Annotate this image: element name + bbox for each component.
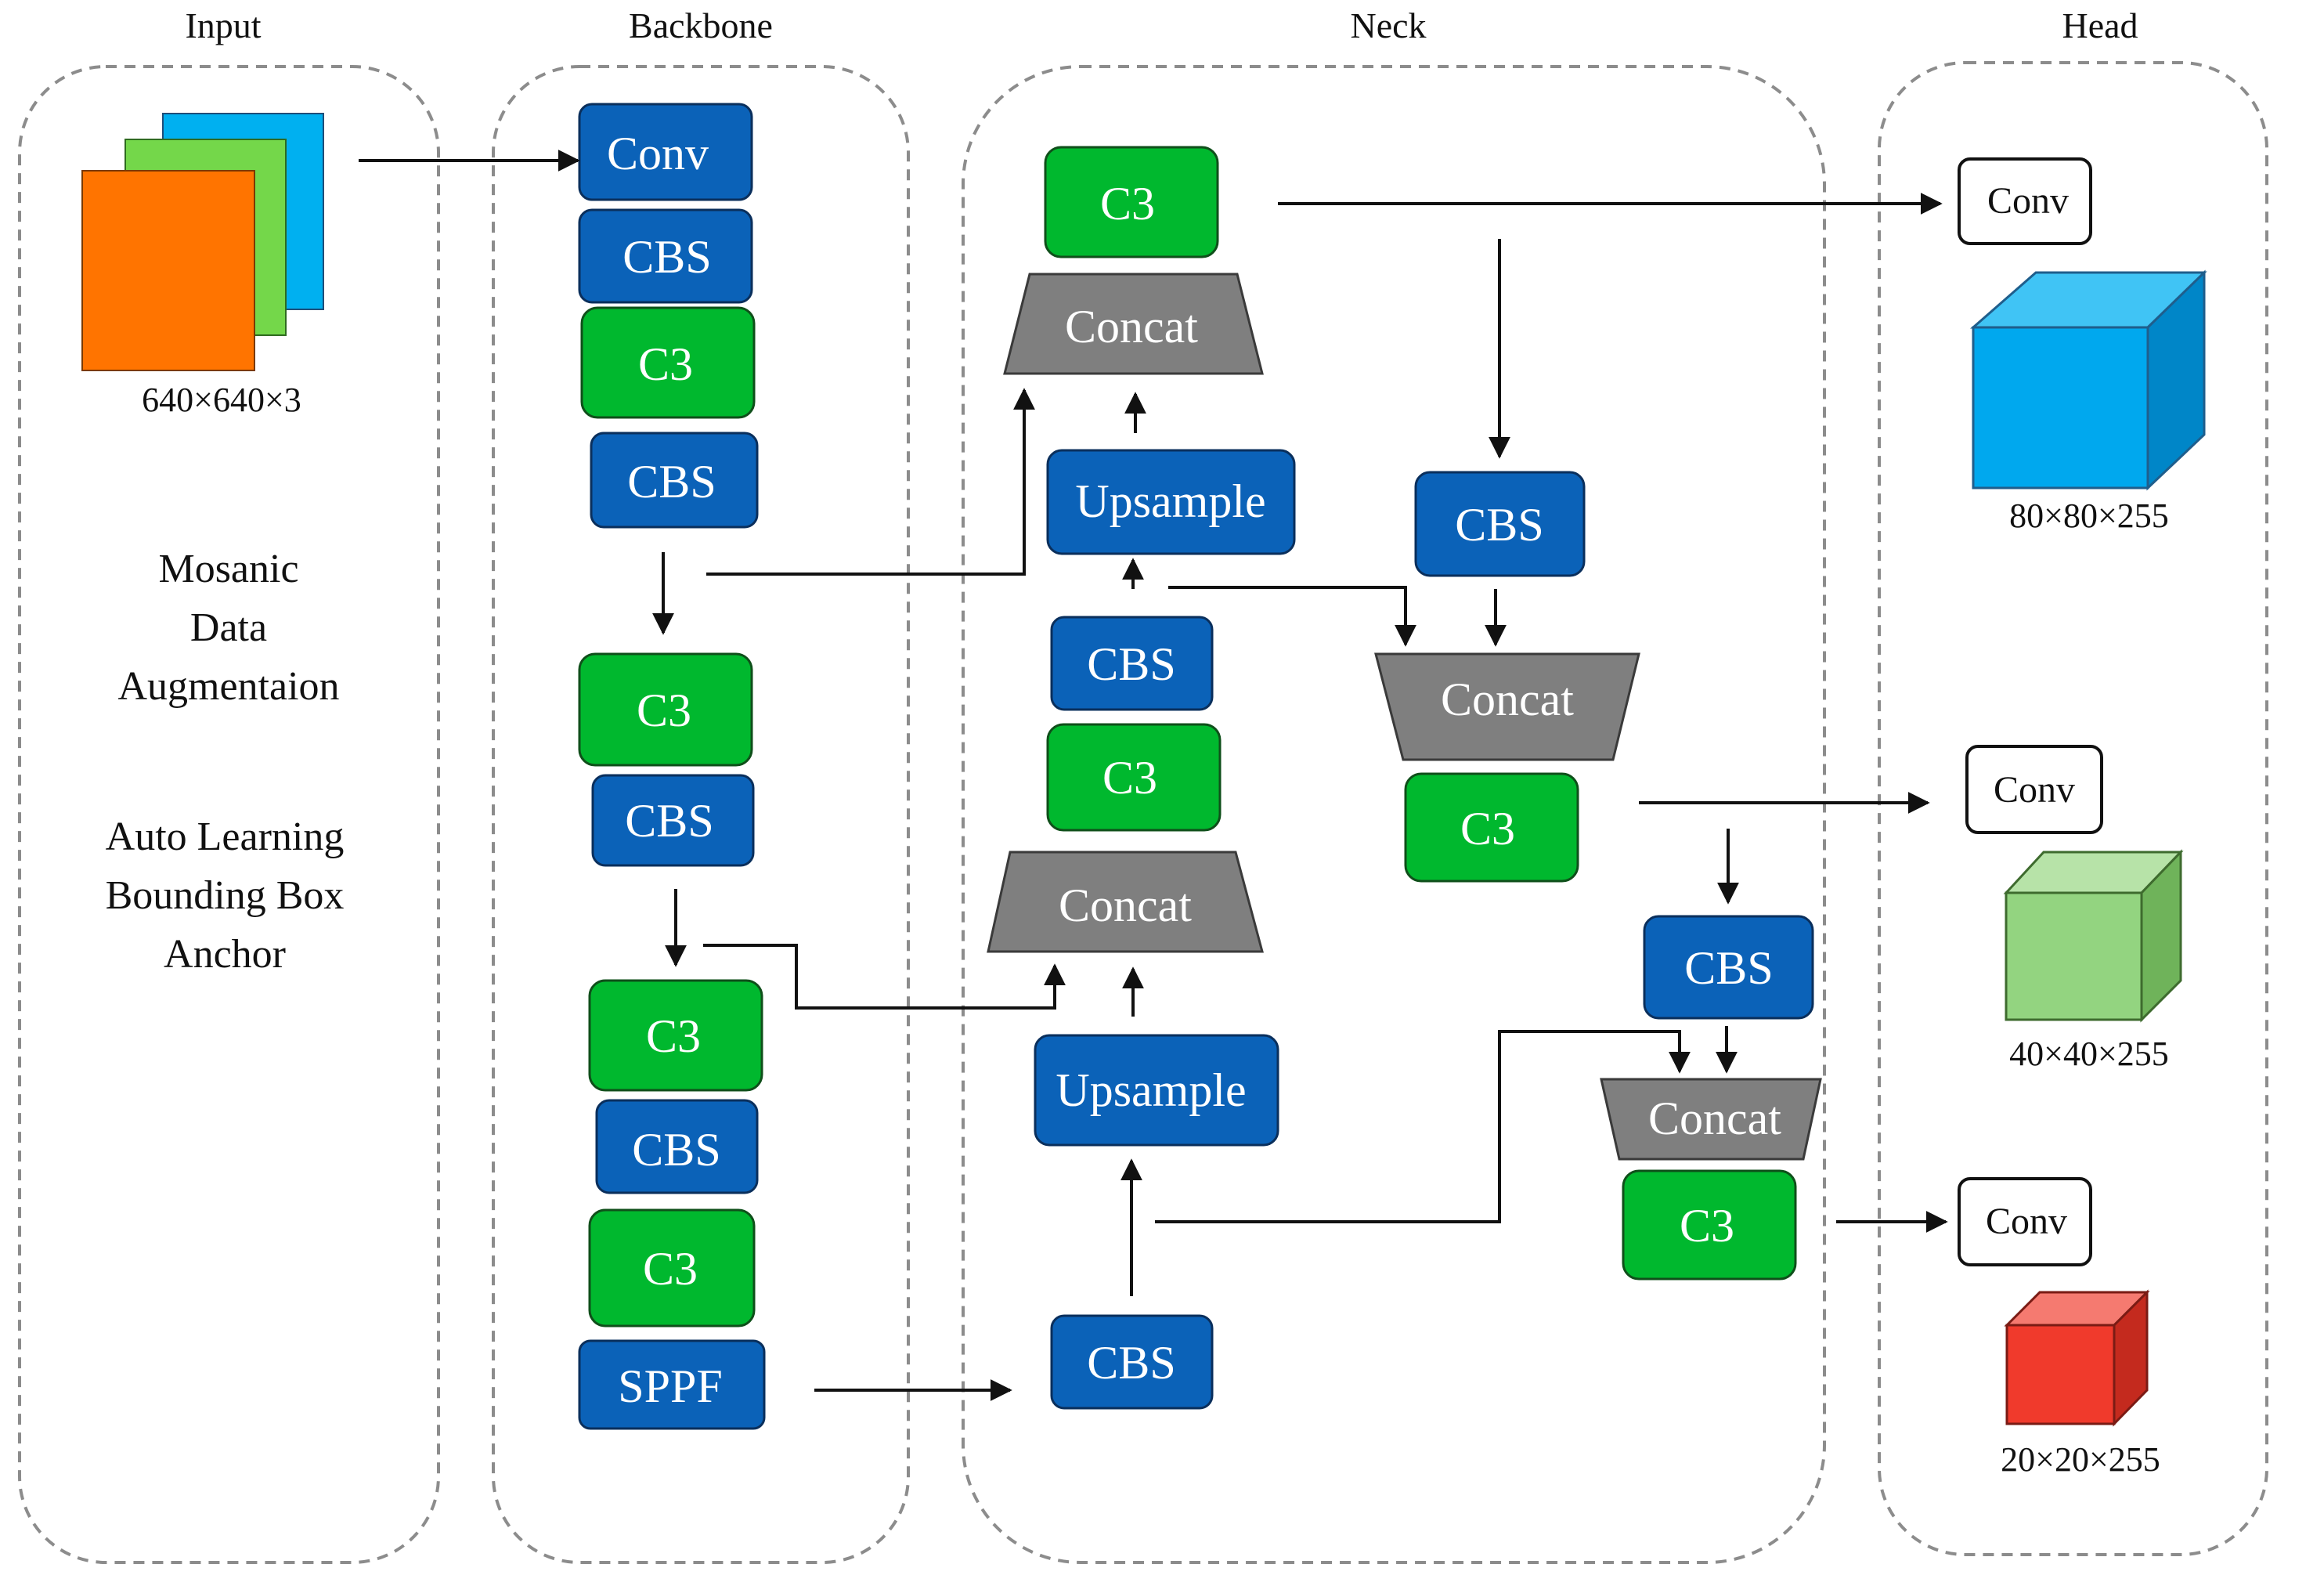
input-size-label: 640×640×3	[142, 381, 301, 419]
output-label-1: 80×80×255	[2009, 497, 2169, 535]
backbone-cbs-label-2: CBS	[627, 456, 716, 508]
neck-c3-mid-label: C3	[1102, 752, 1157, 804]
backbone-c3-block-2	[578, 652, 753, 767]
section-panels	[18, 61, 2268, 1564]
head-blocks: Conv 80×80×255 Conv 40×40×255 Conv 20×20…	[1958, 157, 2207, 1479]
neck-c3-right-1	[1404, 772, 1579, 883]
backbone-cbs-block-3	[591, 774, 755, 867]
arrow-cbs-bottom-to-concat-right-2	[1155, 1030, 1691, 1223]
neck-c3-right-2	[1622, 1169, 1797, 1281]
neck-concat-right-2-label: Concat	[1648, 1093, 1781, 1144]
backbone-cbs-block-4	[595, 1099, 759, 1194]
neck-concat-mid	[987, 851, 1264, 953]
note-anchor-line2: Bounding Box	[106, 873, 345, 918]
neck-upsample-top-label: Upsample	[1075, 475, 1265, 527]
neck-title: Neck	[1350, 5, 1426, 45]
neck-cbs-right-2-label: CBS	[1684, 942, 1773, 994]
head-conv-1-label: Conv	[1987, 180, 2069, 222]
neck-cbs-right-2	[1643, 915, 1814, 1020]
neck-concat-right-1-label: Concat	[1441, 674, 1574, 725]
neck-c3-right-1-label: C3	[1460, 803, 1515, 854]
note-augmentation-line3: Augmentaion	[117, 664, 339, 709]
arrow-cbs-mid-to-concat-right-1	[1168, 586, 1416, 647]
arrow-p3-to-concat-top	[706, 388, 1035, 576]
neck-upsample-bottom-label: Upsample	[1056, 1064, 1246, 1116]
neck-cbs-right-1-label: CBS	[1455, 499, 1543, 551]
backbone-c3-label-3: C3	[646, 1010, 701, 1062]
note-augmentation-line2: Data	[190, 605, 267, 650]
backbone-c3-block-3	[588, 979, 763, 1092]
output-label-2: 40×40×255	[2009, 1035, 2169, 1073]
neck-concat-mid-label: Concat	[1059, 880, 1192, 931]
backbone-blocks: Conv CBS C3 CBS C3 CBS C3 CBS C3 SPPF	[578, 103, 766, 1430]
head-conv-2	[1965, 745, 2103, 834]
neck-cbs-bottom-label: CBS	[1087, 1337, 1175, 1389]
output-label-3: 20×20×255	[2001, 1440, 2160, 1479]
head-conv-3-label: Conv	[1986, 1201, 2067, 1242]
head-conv-1	[1958, 157, 2092, 245]
note-anchor-line1: Auto Learning	[106, 815, 345, 859]
head-conv-3	[1958, 1177, 2092, 1266]
input-title: Input	[185, 5, 261, 45]
connectors	[359, 150, 1948, 1401]
neck-c3-top-label: C3	[1100, 178, 1155, 229]
backbone-cbs-block-1	[578, 208, 753, 304]
neck-c3-right-2-label: C3	[1680, 1200, 1734, 1252]
backbone-c3-label-1: C3	[638, 338, 693, 390]
backbone-cbs-label-3: CBS	[625, 795, 713, 847]
backbone-c3-label-2: C3	[637, 685, 691, 736]
backbone-c3-block-4	[588, 1208, 756, 1328]
backbone-cbs-label-1: CBS	[622, 231, 711, 283]
backbone-c3-block-1	[580, 306, 756, 419]
output-cube-medium	[2003, 849, 2184, 1023]
input-layer-front	[81, 170, 255, 371]
neck-cbs-mid-label: CBS	[1087, 638, 1175, 690]
arrow-p4-to-concat-mid	[703, 944, 1066, 1010]
neck-upsample-bottom	[1034, 1034, 1279, 1147]
backbone-sppf-block	[578, 1339, 766, 1430]
output-cube-small	[2004, 1289, 2150, 1427]
neck-concat-right-1	[1374, 652, 1640, 761]
neck-cbs-mid	[1050, 616, 1214, 711]
neck-cbs-right-1	[1414, 471, 1586, 577]
head-title: Head	[2062, 5, 2138, 45]
backbone-cbs-label-4: CBS	[632, 1124, 720, 1176]
backbone-title: Backbone	[629, 5, 773, 45]
backbone-sppf-label: SPPF	[618, 1360, 722, 1412]
note-anchor-line3: Anchor	[164, 932, 286, 977]
neck-concat-top-label: Concat	[1065, 301, 1198, 352]
neck-concat-right-2	[1600, 1078, 1822, 1161]
head-conv-2-label: Conv	[1994, 769, 2075, 811]
neck-c3-top	[1044, 146, 1219, 258]
backbone-conv-label: Conv	[607, 128, 709, 179]
neck-c3-mid	[1046, 723, 1222, 832]
neck-cbs-bottom	[1050, 1314, 1214, 1410]
input-panel	[18, 65, 440, 1564]
neck-blocks: C3 Concat Upsample CBS C3 Concat Upsampl…	[987, 146, 1822, 1410]
backbone-panel	[492, 65, 910, 1564]
backbone-cbs-block-2	[590, 432, 759, 529]
backbone-c3-label-4: C3	[643, 1243, 698, 1295]
output-cube-large	[1970, 269, 2207, 491]
note-augmentation-line1: Mosanic	[158, 547, 298, 591]
neck-upsample-top	[1046, 449, 1296, 555]
neck-concat-top	[1003, 273, 1264, 375]
input-image-stack	[81, 113, 324, 371]
